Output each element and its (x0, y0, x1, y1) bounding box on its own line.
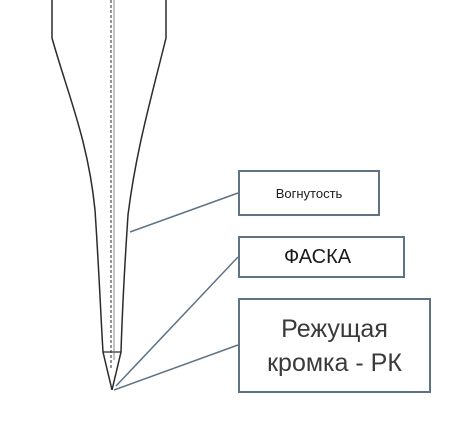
leader-cutting-edge (113, 344, 239, 391)
tool-left-outline (51, 0, 113, 391)
cutting-edge-label-line2: кромка - РК (267, 348, 402, 377)
cutting-edge-label-box: Режущая кромка - РК (238, 298, 431, 393)
leader-chamfer (115, 256, 239, 387)
concavity-label-box: Вогнутость (238, 170, 380, 216)
chamfer-label: ФАСКА (284, 245, 352, 268)
leader-concavity (129, 192, 239, 233)
concavity-label: Вогнутость (275, 185, 343, 201)
chamfer-label-box: ФАСКА (238, 236, 405, 278)
cutting-edge-label-line1: Режущая (281, 314, 388, 343)
tool-right-outline (111, 0, 167, 391)
